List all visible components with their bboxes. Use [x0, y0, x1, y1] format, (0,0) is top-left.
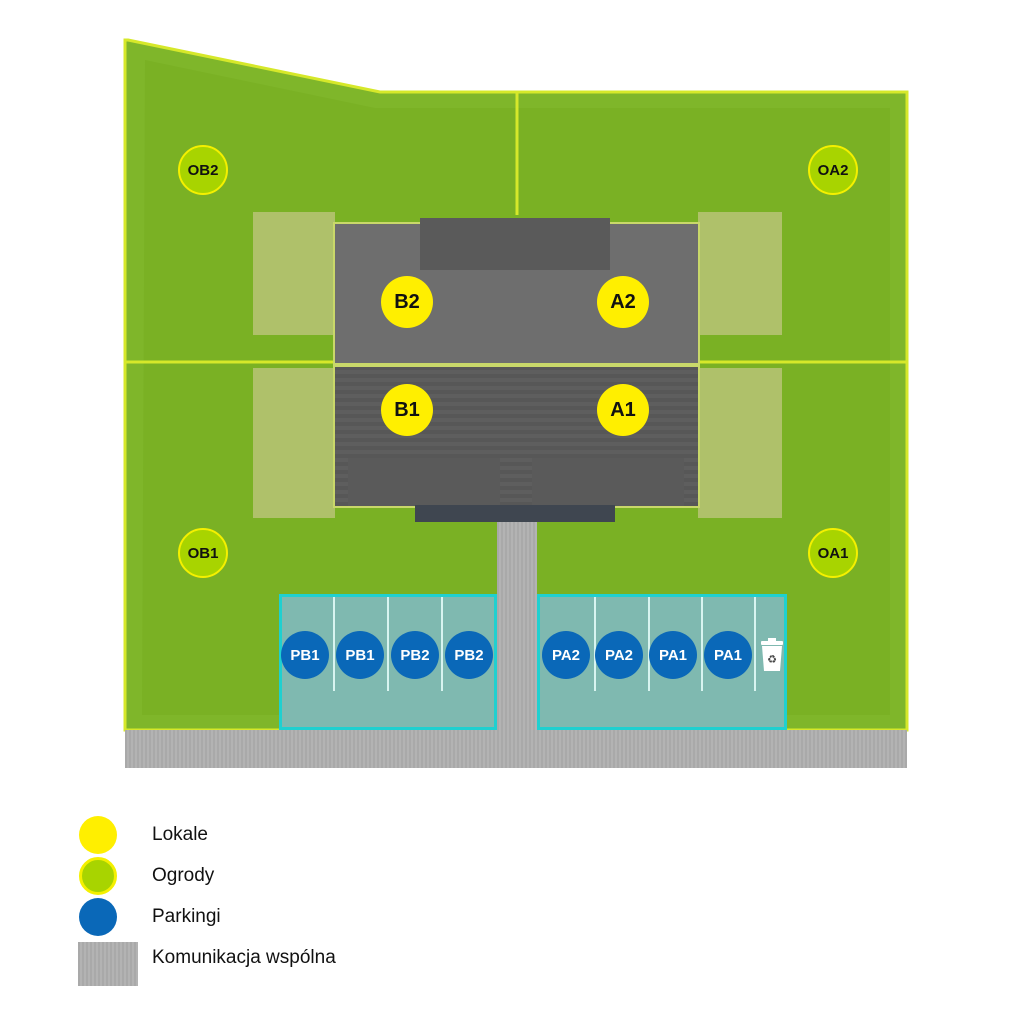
legend-label-gardens: Ogrody — [152, 865, 215, 886]
unit-b2-marker[interactable]: B2 — [381, 276, 433, 328]
parking-spot-marker[interactable]: PB2 — [391, 631, 439, 679]
site-plan: B2 A2 B1 A1 OB2 OA2 OB1 OA1 PB1 PB1 PB2 … — [123, 38, 909, 768]
legend-swatch-common-area — [78, 942, 138, 986]
shared-driveway — [497, 522, 537, 732]
parking-spot-marker[interactable]: PB1 — [281, 631, 329, 679]
unit-a2-marker[interactable]: A2 — [597, 276, 649, 328]
legend-swatch-parking — [79, 898, 117, 936]
terrace — [698, 368, 782, 518]
parking-spot-marker[interactable]: PA2 — [542, 631, 590, 679]
garden-oa1-marker[interactable]: OA1 — [808, 528, 858, 578]
garden-oa2-marker[interactable]: OA2 — [808, 145, 858, 195]
parking-spot-marker[interactable]: PA1 — [704, 631, 752, 679]
parking-spot-marker[interactable]: PA1 — [649, 631, 697, 679]
entrance-canopy — [415, 505, 615, 522]
legend-label-units: Lokale — [152, 824, 208, 845]
parking-spot-marker[interactable]: PB2 — [445, 631, 493, 679]
shared-road — [125, 730, 907, 768]
legend-swatch-gardens — [79, 857, 117, 895]
parking-spot-marker[interactable]: PB1 — [336, 631, 384, 679]
dormer — [348, 458, 500, 506]
parking-spot-marker[interactable]: PA2 — [595, 631, 643, 679]
unit-b1-marker[interactable]: B1 — [381, 384, 433, 436]
unit-a1-marker[interactable]: A1 — [597, 384, 649, 436]
recycling-bin-icon: ♻ — [761, 638, 783, 671]
garden-ob1-marker[interactable]: OB1 — [178, 528, 228, 578]
terrace — [253, 368, 335, 518]
legend-label-common-area: Komunikacja wspólna — [152, 947, 336, 968]
svg-text:♻: ♻ — [767, 654, 777, 666]
legend-swatch-units — [79, 816, 117, 854]
dormer — [420, 218, 610, 270]
terrace — [698, 212, 782, 335]
garden-ob2-marker[interactable]: OB2 — [178, 145, 228, 195]
dormer — [532, 458, 684, 506]
terrace — [253, 212, 335, 335]
legend-label-parking: Parkingi — [152, 906, 221, 927]
